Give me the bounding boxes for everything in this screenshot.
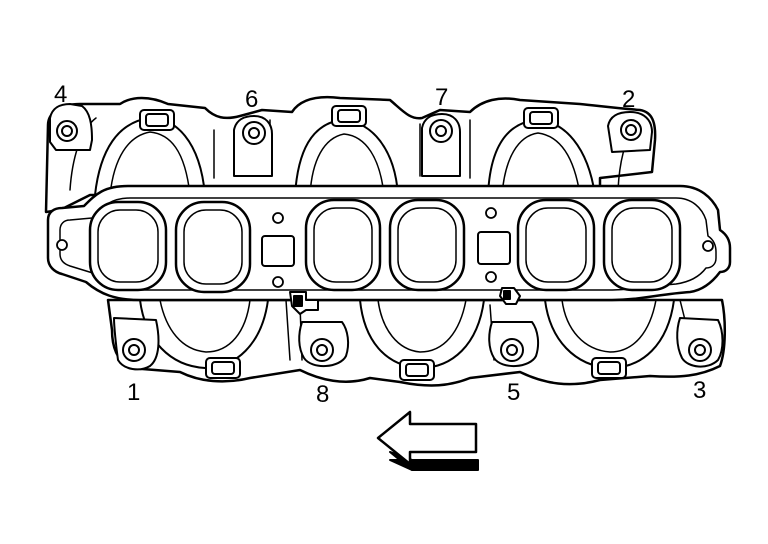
upper-bosses — [49, 103, 653, 177]
upper-runner-3-inner — [501, 132, 581, 196]
lower-runner-2-inner — [377, 299, 467, 353]
callout-3: 3 — [693, 377, 707, 404]
callout-8: 8 — [316, 381, 330, 408]
lower-runner-3-inner — [561, 299, 657, 353]
sensor-connectors — [289, 287, 521, 315]
upper-runner-1-inner — [109, 131, 191, 196]
lower-port-caps — [205, 357, 627, 381]
intake-ports — [88, 198, 682, 294]
callout-2: 2 — [622, 86, 636, 113]
port-a — [88, 200, 168, 292]
lower-runner-1-inner — [159, 299, 251, 353]
flange-square-pads — [261, 231, 511, 267]
lower-bosses — [113, 317, 724, 371]
upper-port-caps — [139, 105, 559, 131]
callout-4: 4 — [54, 81, 68, 108]
flange-bolt-holes — [56, 207, 714, 288]
callout-1: 1 — [127, 379, 141, 406]
callout-7: 7 — [435, 84, 449, 111]
callout-5: 5 — [507, 379, 521, 406]
callout-6: 6 — [245, 86, 259, 113]
upper-runner-2-inner — [309, 133, 385, 196]
direction-arrow-icon — [376, 410, 479, 471]
